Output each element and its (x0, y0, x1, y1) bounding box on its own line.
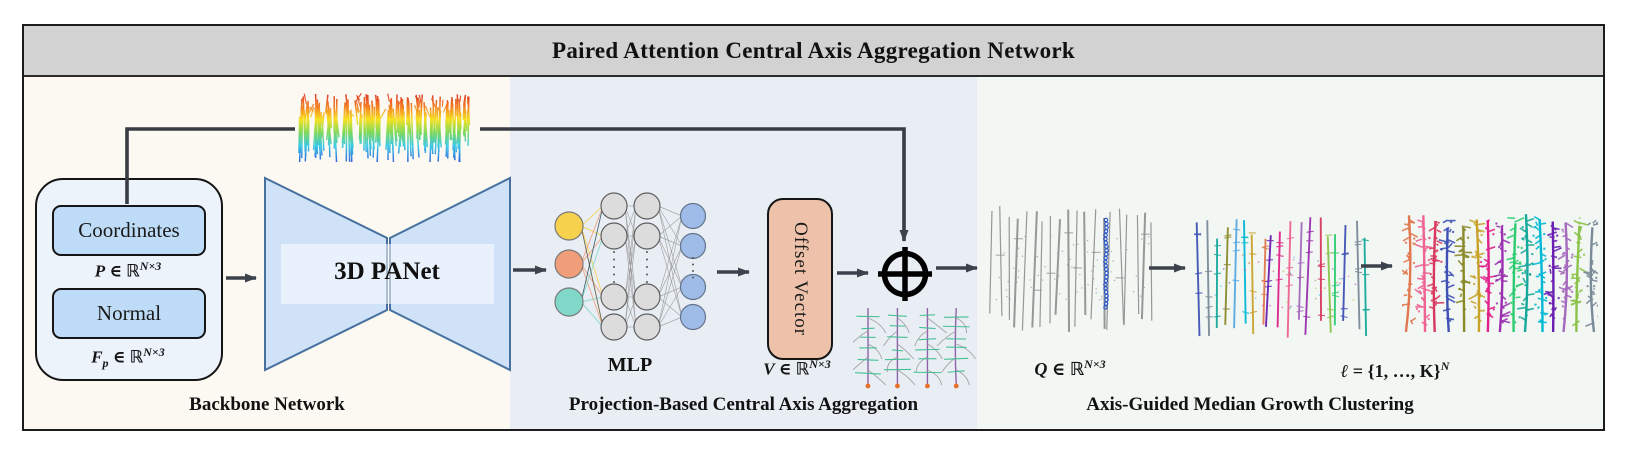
normal-label: Normal (96, 301, 162, 325)
sum-icon (878, 247, 932, 301)
central-axes-image (989, 206, 1153, 332)
title-bar: Paired Attention Central Axis Aggregatio… (24, 26, 1603, 77)
formula-p: P ∈ ℝN×3 (94, 259, 162, 281)
formula-l: ℓ = {1, …, K}N (1340, 359, 1450, 381)
figure-title: Paired Attention Central Axis Aggregatio… (551, 37, 1075, 63)
offset-skeleton-image (853, 307, 976, 389)
input-point-cloud-image (295, 88, 480, 166)
normal-box: Normal (52, 288, 206, 339)
formula-v: V ∈ ℝN×3 (763, 357, 831, 379)
clustered-plants-image (1402, 214, 1598, 333)
clustering-section-label: Axis-Guided Median Growth Clustering (1086, 394, 1414, 415)
coordinates-label: Coordinates (78, 218, 180, 242)
offset-vector-box: Offset Vector (767, 198, 833, 360)
backbone-section-label: Backbone Network (189, 394, 345, 415)
formula-q: Q ∈ ℝN×3 (1034, 357, 1106, 379)
mlp-label: MLP (607, 354, 653, 376)
offset-vector-label: Offset Vector (790, 221, 811, 337)
colored-axes-image (1194, 217, 1370, 338)
formula-f: Fp ∈ ℝN×3 (91, 345, 165, 371)
coordinates-box: Coordinates (52, 205, 206, 256)
projection-section-label: Projection-Based Central Axis Aggregatio… (568, 394, 919, 415)
panet-label: 3D PANet (334, 258, 440, 285)
mlp-network-icon (554, 192, 707, 341)
